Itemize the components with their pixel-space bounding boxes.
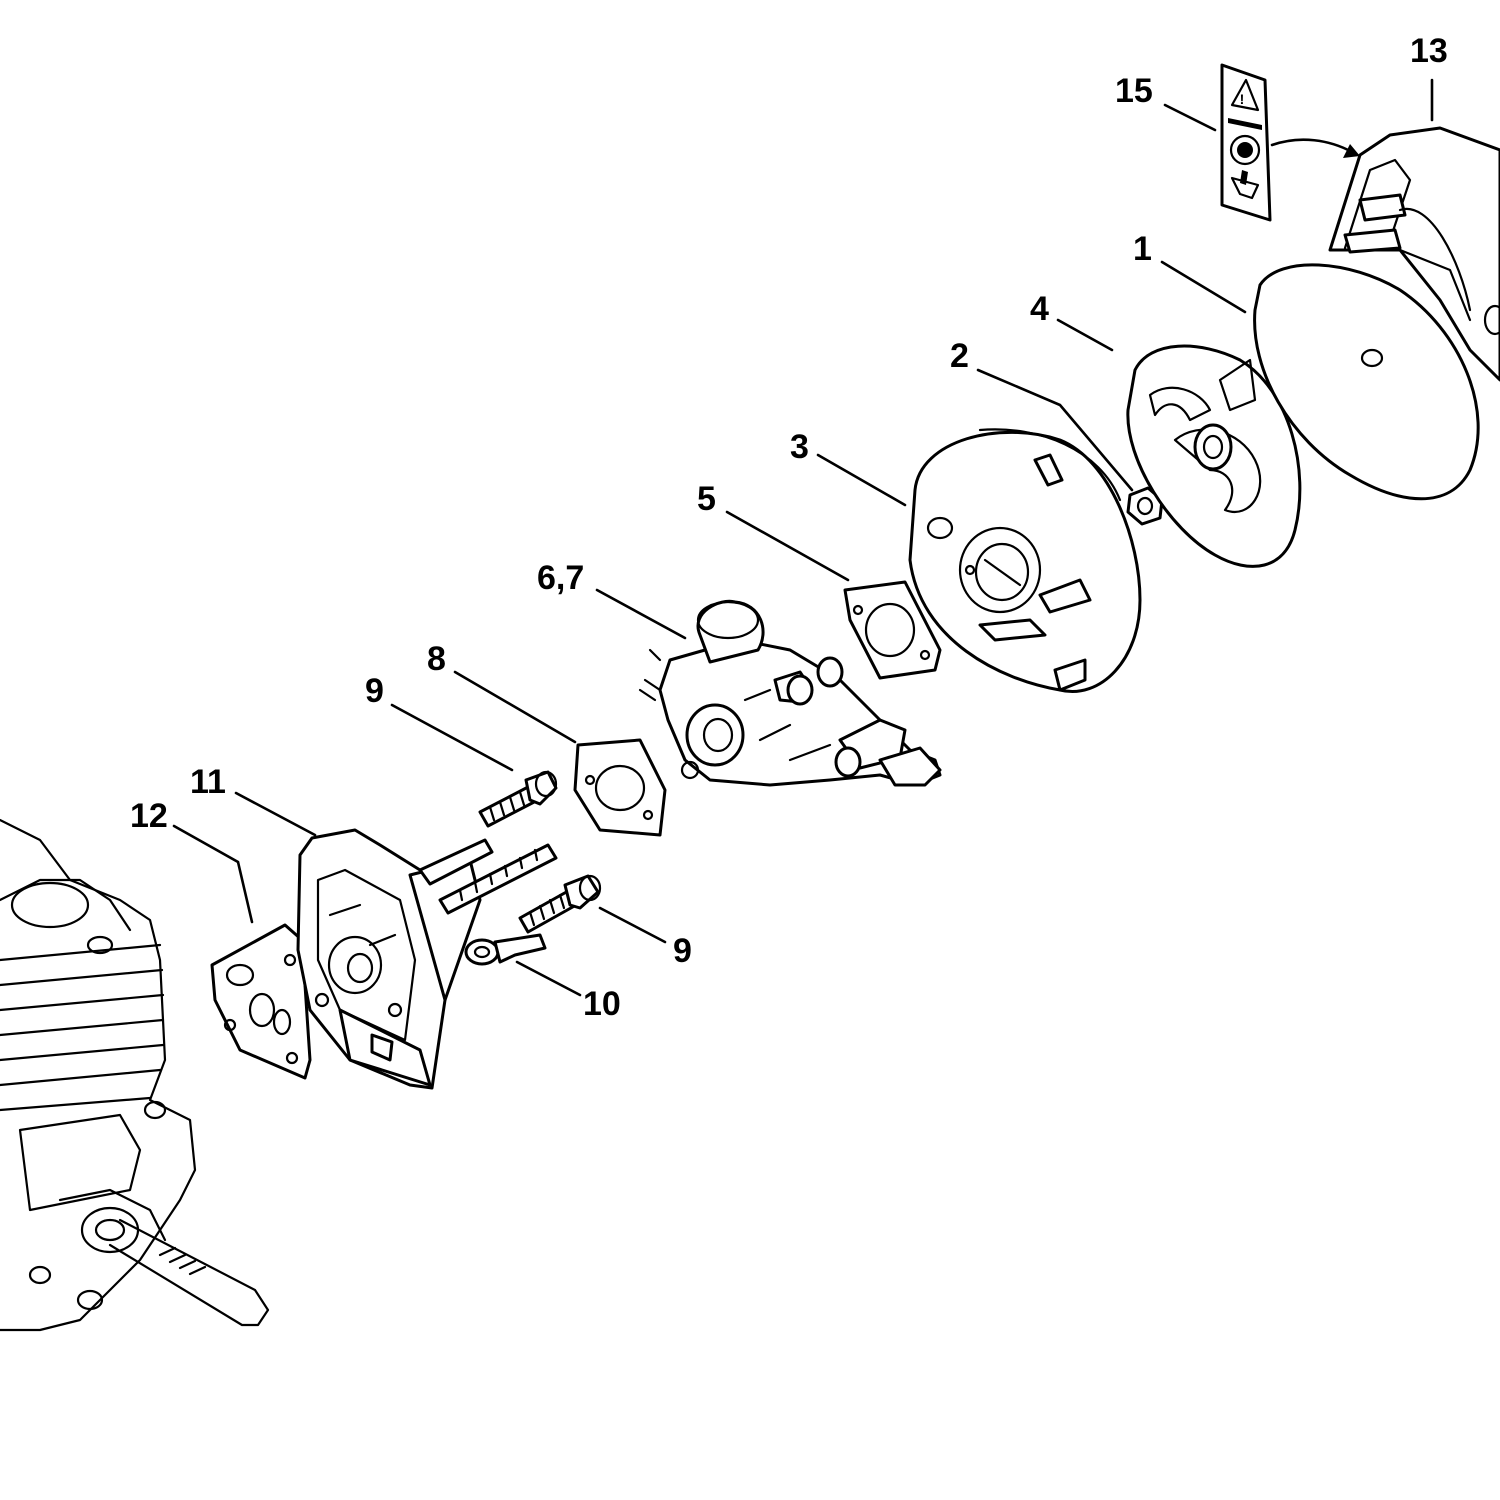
leader-4 — [1056, 318, 1114, 352]
leader-lines — [172, 78, 1434, 997]
callout-13: 13 — [1410, 32, 1448, 70]
callout-15: 15 — [1115, 72, 1153, 110]
part-15-warning-label: ! — [1220, 63, 1272, 222]
leader-15 — [1163, 103, 1217, 132]
leader-12 — [172, 824, 254, 924]
callout-5: 5 — [697, 480, 716, 518]
leader-9-lower — [598, 906, 667, 944]
callout-9-upper: 9 — [365, 672, 384, 710]
label-placement-arrow — [1270, 138, 1360, 158]
leader-6-7 — [595, 588, 687, 640]
callout-3: 3 — [790, 428, 809, 466]
part-13-shroud — [1328, 126, 1500, 382]
callout-12: 12 — [130, 797, 168, 835]
callout-6-7: 6,7 — [537, 559, 584, 597]
part-1-cover-plate — [1253, 263, 1480, 501]
leader-2 — [976, 368, 1134, 492]
leader-5 — [725, 510, 850, 582]
engine-block — [0, 818, 270, 1332]
part-10-bracket — [464, 933, 547, 966]
part-2-nut — [1126, 486, 1164, 526]
callout-11: 11 — [190, 763, 226, 801]
callout-8: 8 — [427, 640, 446, 678]
callout-9-lower: 9 — [673, 932, 692, 970]
leader-9-upper — [390, 703, 514, 772]
leader-1 — [1160, 260, 1247, 314]
callout-labels: 13 15 1 4 2 3 5 6,7 8 9 11 12 9 10 — [130, 32, 1448, 1023]
part-3-filter-base — [908, 428, 1142, 693]
leader-10 — [515, 960, 582, 997]
part-8-gasket — [573, 738, 667, 837]
callout-1: 1 — [1133, 230, 1152, 268]
part-4-filter-element — [1126, 344, 1302, 568]
leader-11 — [234, 791, 317, 837]
callout-2: 2 — [950, 337, 969, 375]
svg-text:!: ! — [1240, 91, 1245, 107]
leader-3 — [816, 453, 907, 507]
part-12-gasket — [210, 923, 312, 1080]
part-9-screw-upper — [478, 770, 558, 828]
callout-10: 10 — [583, 985, 621, 1023]
part-9-screw-lower — [518, 874, 602, 934]
part-11-manifold-flange — [296, 828, 558, 1090]
callout-4: 4 — [1030, 290, 1049, 328]
part-6-7-carburetor — [638, 599, 942, 787]
part-5-gasket — [843, 580, 942, 680]
leader-8 — [453, 670, 577, 744]
